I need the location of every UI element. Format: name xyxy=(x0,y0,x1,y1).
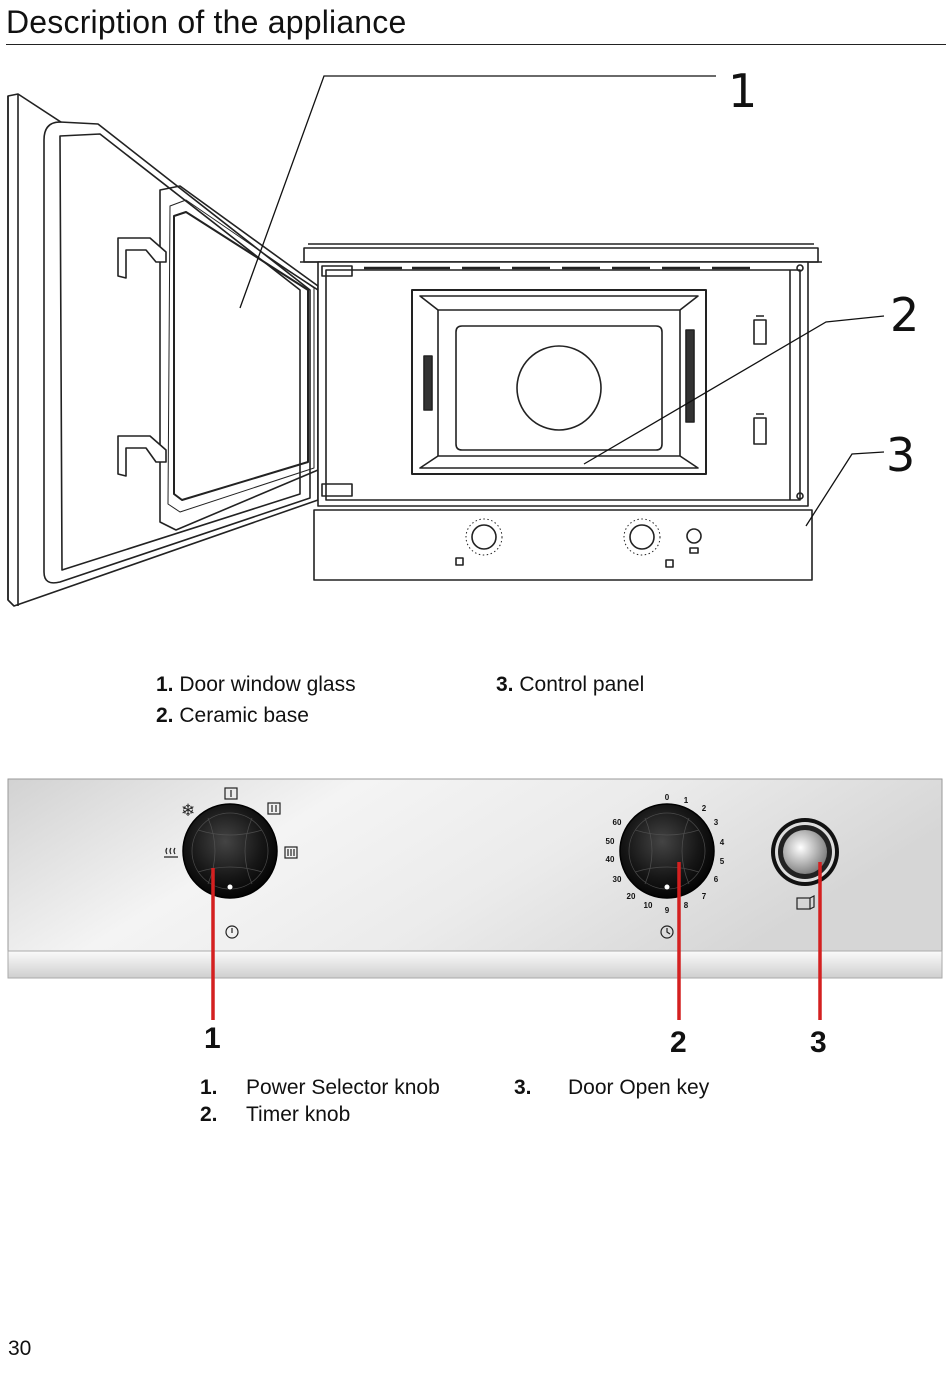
legend-num: 3. xyxy=(514,1076,568,1100)
timer-scale-label: 3 xyxy=(714,818,719,827)
timer-scale-label: 0 xyxy=(665,793,670,802)
panel-callout-1: 1 xyxy=(204,1022,221,1056)
timer-scale-label: 2 xyxy=(702,804,707,813)
timer-scale-label: 6 xyxy=(714,875,719,884)
legend-num: 2. xyxy=(200,1103,246,1127)
power-selector-knob xyxy=(183,804,277,898)
legend-item-power-selector: 1.Power Selector knob xyxy=(200,1076,440,1100)
page-number: 30 xyxy=(8,1337,31,1361)
timer-knob xyxy=(620,804,714,898)
panel-callout-2: 2 xyxy=(670,1026,687,1060)
legend-item-door-open-key: 3.Door Open key xyxy=(514,1076,709,1100)
legend-text: Power Selector knob xyxy=(246,1076,440,1099)
timer-scale-label: 40 xyxy=(606,855,615,864)
legend-text: Timer knob xyxy=(246,1103,350,1126)
timer-scale-label: 8 xyxy=(684,901,689,910)
legend-text: Door Open key xyxy=(568,1076,709,1099)
timer-scale-label: 50 xyxy=(606,837,615,846)
snowflake-icon: ❄ xyxy=(181,801,195,821)
timer-scale-label: 30 xyxy=(613,875,622,884)
timer-scale-label: 10 xyxy=(644,901,653,910)
timer-scale-label: 60 xyxy=(613,818,622,827)
legend-item-timer: 2.Timer knob xyxy=(200,1103,350,1127)
timer-scale-label: 20 xyxy=(627,892,636,901)
timer-scale-label: 7 xyxy=(702,892,707,901)
timer-scale-label: 9 xyxy=(665,906,670,915)
panel-callout-3: 3 xyxy=(810,1026,827,1060)
timer-scale-label: 1 xyxy=(684,796,689,805)
legend-num: 1. xyxy=(200,1076,246,1100)
door-open-key-button xyxy=(771,818,839,886)
timer-scale-label: 4 xyxy=(720,838,725,847)
panel-bottom-strip xyxy=(8,951,942,978)
timer-scale-label: 5 xyxy=(720,857,725,866)
